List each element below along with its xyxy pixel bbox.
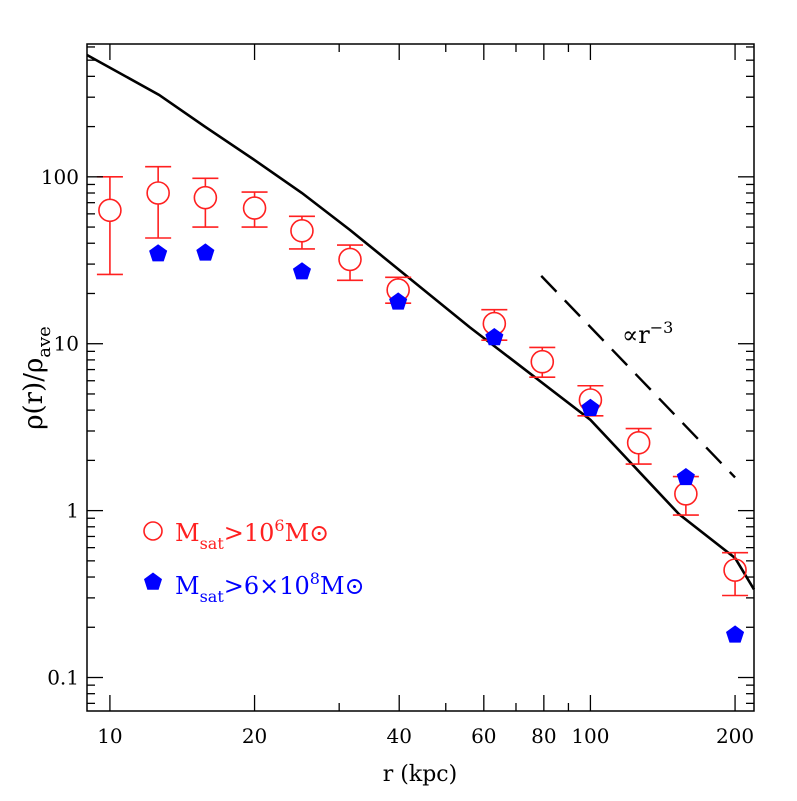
x-tick-label: 40 (386, 724, 411, 748)
x-tick-label: 20 (242, 724, 267, 748)
y-tick-label: 100 (41, 165, 79, 189)
data-point-open-circle (98, 198, 122, 223)
data-point-filled-pentagon (196, 243, 215, 261)
legend-label-series-2: Msat>6×108M⊙ (175, 569, 365, 606)
data-point-open-circle (674, 482, 698, 506)
data-point-filled-pentagon (485, 328, 504, 346)
x-axis-label: r (kpc) (383, 762, 457, 787)
y-tick-label: 10 (54, 332, 79, 356)
data-point-open-circle (242, 196, 267, 220)
data-point-filled-pentagon (581, 398, 600, 416)
data-point-filled-pentagon (149, 244, 168, 262)
y-tick-label: 1 (66, 499, 79, 523)
data-point-open-circle (146, 181, 170, 205)
model-curve (86, 53, 756, 591)
plot-frame (86, 43, 755, 712)
data-point-filled-pentagon (389, 292, 408, 310)
x-tick-label: 200 (716, 724, 754, 748)
data-point-open-circle (530, 349, 555, 374)
x-tick-label: 60 (471, 724, 496, 748)
legend-marker-filled-pentagon (144, 572, 162, 590)
y-axis-label: ρ(r)/ρave (19, 326, 55, 430)
data-point-filled-pentagon (292, 262, 311, 280)
data-point-open-circle (338, 247, 362, 272)
data-point-open-circle (723, 558, 747, 582)
data-point-open-circle (626, 430, 651, 455)
legend-label-series-1: Msat>106M⊙ (175, 516, 329, 553)
legend: Msat>106M⊙ Msat>6×108M⊙ (143, 516, 365, 606)
data-point-filled-pentagon (676, 468, 695, 486)
y-tick-label: 0.1 (47, 666, 79, 690)
data-point-open-circle (290, 218, 314, 243)
x-tick-label: 80 (531, 724, 556, 748)
x-tick-label: 100 (571, 724, 609, 748)
x-tick-label: 10 (97, 724, 122, 748)
reference-line-label: ∝r−3 (622, 318, 673, 349)
legend-marker-open-circle (143, 521, 163, 541)
reference-line-r-3 (540, 275, 736, 479)
data-point-open-circle (193, 185, 218, 210)
data-point-filled-pentagon (726, 625, 745, 643)
